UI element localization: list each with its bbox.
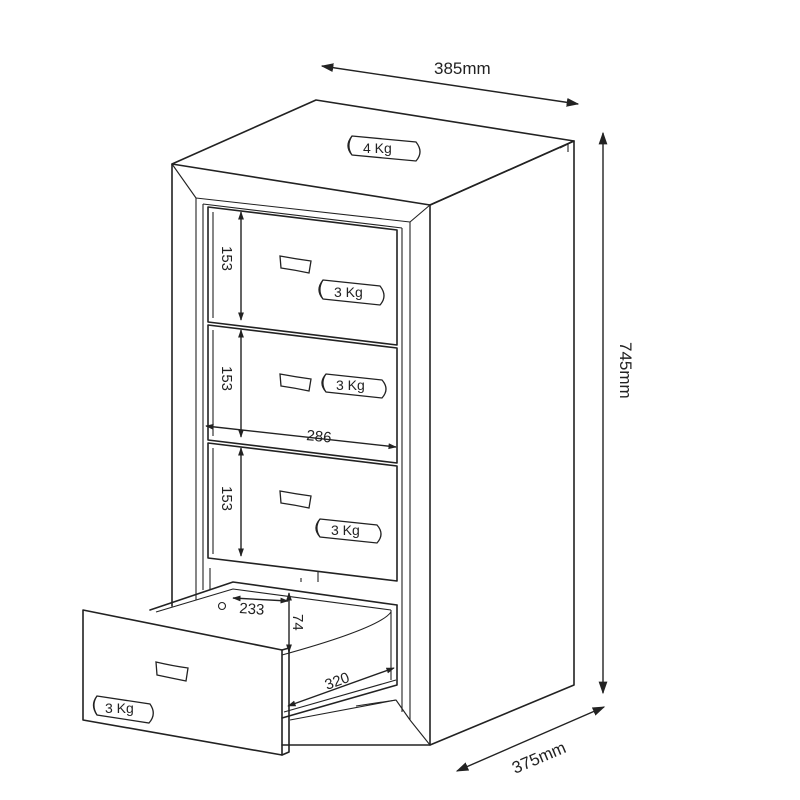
weight-tag-top: 4 Kg	[347, 135, 421, 162]
drawer-2-handle-icon	[279, 373, 312, 392]
weight-tag-drawer-1: 3 Kg	[318, 279, 385, 306]
drawer-4-front	[82, 609, 283, 756]
drawer-4-open	[82, 568, 398, 756]
weight-tag-drawer-4: 3 Kg	[92, 695, 154, 724]
inner-height-label: 74	[289, 614, 306, 631]
dimension-height-label: 745mm	[616, 342, 635, 399]
inner-width-label: 233	[239, 600, 265, 619]
weight-drawer-2-label: 3 Kg	[336, 377, 365, 393]
dimension-depth: 375mm	[455, 706, 606, 778]
drawer-3-handle-icon	[279, 490, 312, 509]
weight-tag-drawer-3: 3 Kg	[315, 518, 382, 544]
dimension-front-width: 286	[205, 423, 397, 450]
dimension-drawer-3-height: 153	[218, 447, 244, 557]
dimension-inner-height: 74	[286, 592, 306, 653]
drawer-1	[207, 206, 398, 346]
cabinet-body	[171, 99, 575, 746]
weight-drawer-1-label: 3 Kg	[334, 284, 363, 300]
weight-drawer-3-label: 3 Kg	[331, 522, 360, 538]
dimension-width: 385mm	[320, 59, 580, 107]
drawer-2-height-label: 153	[218, 366, 235, 391]
inner-depth-label: 320	[323, 669, 352, 694]
dimension-inner-width: 233	[232, 595, 289, 619]
weight-drawer-4-label: 3 Kg	[105, 700, 134, 716]
dimension-width-label: 385mm	[434, 59, 491, 78]
dimension-height: 745mm	[598, 131, 635, 695]
drawer-1-handle-icon	[279, 255, 312, 274]
drawer-2	[207, 324, 398, 464]
cabinet-right-side	[429, 140, 575, 746]
weight-top-label: 4 Kg	[363, 140, 392, 156]
drawer-4-box-rim	[149, 581, 398, 611]
dimension-drawer-2-height: 153	[218, 329, 244, 438]
front-width-label: 286	[306, 427, 333, 447]
weight-tag-drawer-2: 3 Kg	[321, 373, 387, 399]
drawer-1-height-label: 153	[218, 246, 235, 271]
drawer-3	[207, 442, 398, 582]
dimension-drawer-1-height: 153	[218, 211, 244, 321]
drawer-4-bolt-hole	[217, 601, 227, 611]
drawer-4-handle-icon	[155, 661, 189, 682]
drawer-3-height-label: 153	[218, 486, 235, 511]
